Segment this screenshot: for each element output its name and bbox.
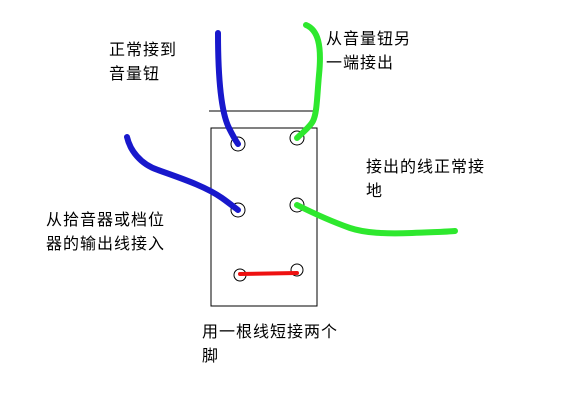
label-line: 从音量钮另 [326, 29, 412, 48]
label-line: 用一根线短接两个 [202, 322, 339, 341]
label-ground-wire: 接出的线正常接 地 [366, 155, 485, 203]
label-line: 一端接出 [326, 53, 395, 72]
wire-to-ground [294, 202, 458, 237]
wire-from-volume-other-end [294, 22, 323, 141]
label-connect-to-volume-knob: 正常接到 音量钮 [109, 38, 177, 86]
label-line: 器的输出线接入 [46, 234, 166, 253]
label-line: 接出的线正常接 [366, 157, 486, 176]
wire-from-pickup-input [124, 134, 241, 213]
label-line: 脚 [202, 346, 220, 365]
label-from-volume-other-end: 从音量钮另 一端接出 [326, 27, 411, 75]
label-short-two-pins: 用一根线短接两个 脚 [202, 320, 338, 368]
label-line: 从拾音器或档位 [46, 210, 166, 229]
label-line: 正常接到 [109, 40, 178, 59]
switch-body-outline [210, 127, 318, 307]
wire-to-volume-knob [215, 30, 241, 147]
label-line: 音量钮 [109, 64, 161, 83]
label-pickup-input: 从拾音器或档位 器的输出线接入 [46, 208, 165, 256]
label-line: 地 [366, 181, 384, 200]
jumper-short-two-pins [238, 271, 299, 276]
